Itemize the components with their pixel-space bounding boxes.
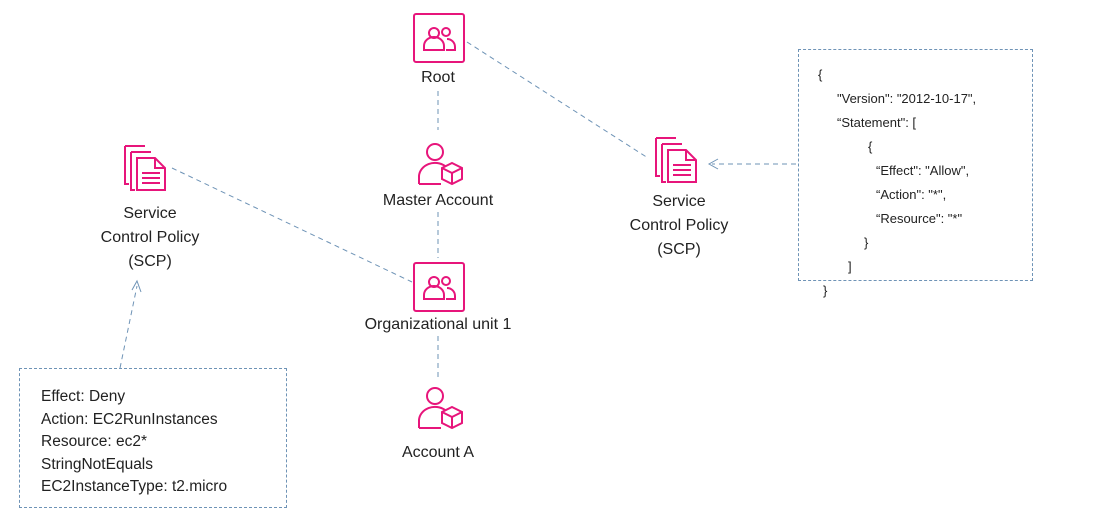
arrowhead-scp-left <box>131 279 142 293</box>
node-ou1-label: Organizational unit 1 <box>364 316 512 333</box>
scp-left-label: Service Control Policy (SCP) <box>70 202 230 274</box>
node-account-a-label: Account A <box>401 444 475 461</box>
scp-right-line-3: (SCP) <box>657 241 701 258</box>
json-line-10: } <box>823 283 828 298</box>
policy-documents-icon <box>655 137 697 183</box>
group-icon <box>413 262 465 312</box>
deny-policy-box: Effect: Deny Action: EC2RunInstances Res… <box>19 368 287 508</box>
scp-right-line-2: Control Policy <box>629 217 729 234</box>
deny-line-1: Effect: Deny <box>41 388 126 405</box>
policy-json-box: { "Version": "2012-10-17", “Statement": … <box>798 49 1033 298</box>
account-icon <box>418 143 463 186</box>
json-line-1: { <box>818 67 823 82</box>
arrowhead-scp-right <box>707 158 719 170</box>
deny-line-5: EC2InstanceType: t2.micro <box>41 478 228 495</box>
json-line-2: "Version": "2012-10-17", <box>837 91 977 106</box>
policy-documents-icon <box>124 145 166 191</box>
json-line-3: “Statement": [ <box>837 115 917 130</box>
group-icon <box>413 13 465 63</box>
connector-deny-to-scp-left <box>119 285 138 369</box>
connector-root-to-scp-right <box>466 41 649 159</box>
deny-line-3: Resource: ec2* <box>41 433 147 450</box>
json-line-5: “Effect": "Allow", <box>876 163 970 178</box>
account-icon <box>418 387 463 430</box>
scp-left-line-1: Service <box>123 205 177 222</box>
node-master-account-label: Master Account <box>382 192 494 209</box>
json-line-4: { <box>868 139 873 154</box>
deny-line-4: StringNotEquals <box>41 455 154 473</box>
json-line-6: “Action": "*", <box>876 187 947 202</box>
scp-left-line-3: (SCP) <box>128 253 172 270</box>
json-line-8: } <box>864 235 869 250</box>
scp-right-label: Service Control Policy (SCP) <box>599 190 759 262</box>
node-root-label: Root <box>421 69 455 86</box>
deny-line-2: Action: EC2RunInstances <box>41 410 218 428</box>
json-line-9: ] <box>848 259 852 274</box>
scp-left-line-2: Control Policy <box>100 229 200 246</box>
json-line-7: “Resource": "*" <box>876 211 963 226</box>
scp-right-line-1: Service <box>652 193 706 210</box>
